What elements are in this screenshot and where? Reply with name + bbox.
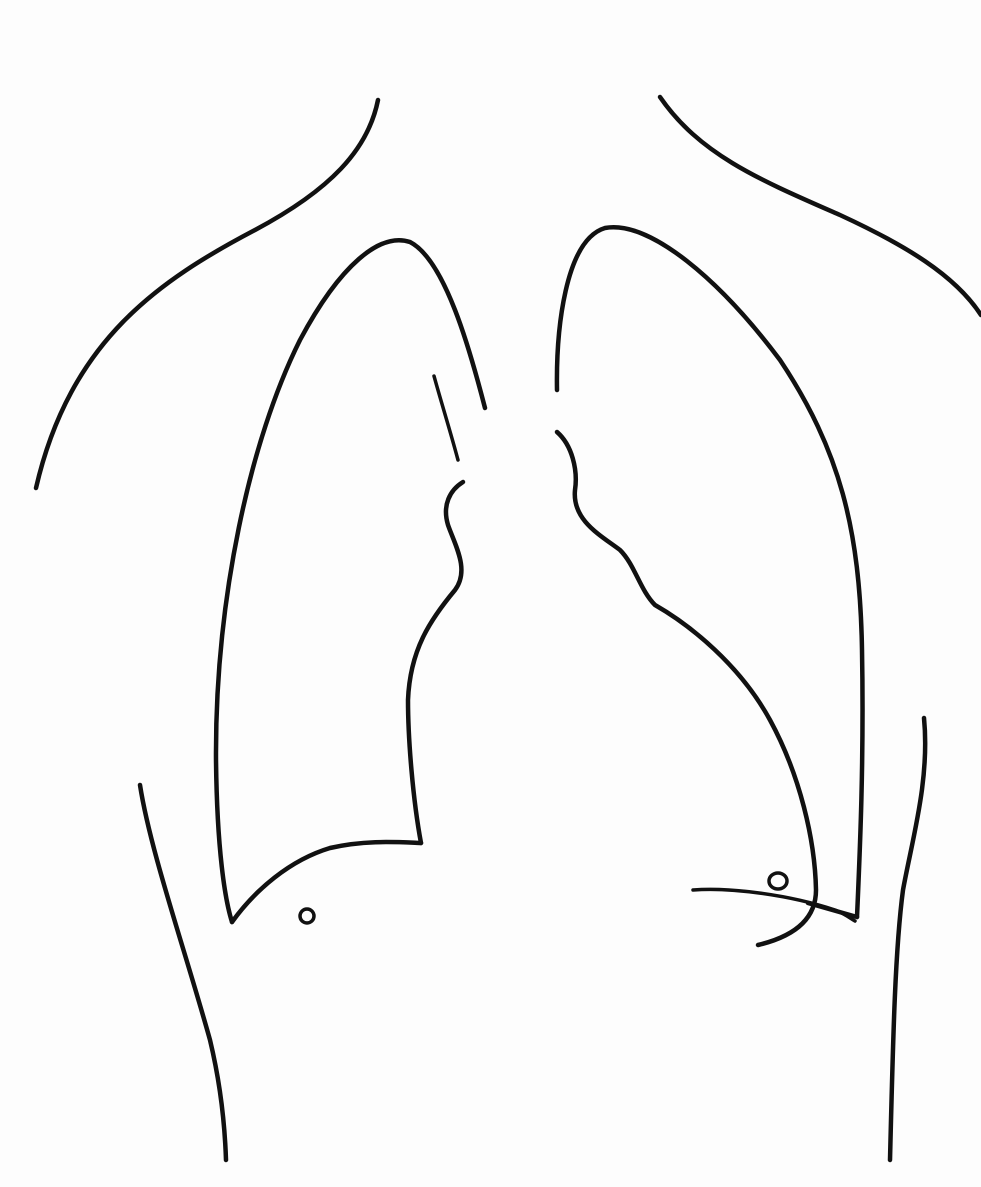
diagram-background [0, 0, 981, 1187]
chest-lung-diagram [0, 0, 981, 1187]
